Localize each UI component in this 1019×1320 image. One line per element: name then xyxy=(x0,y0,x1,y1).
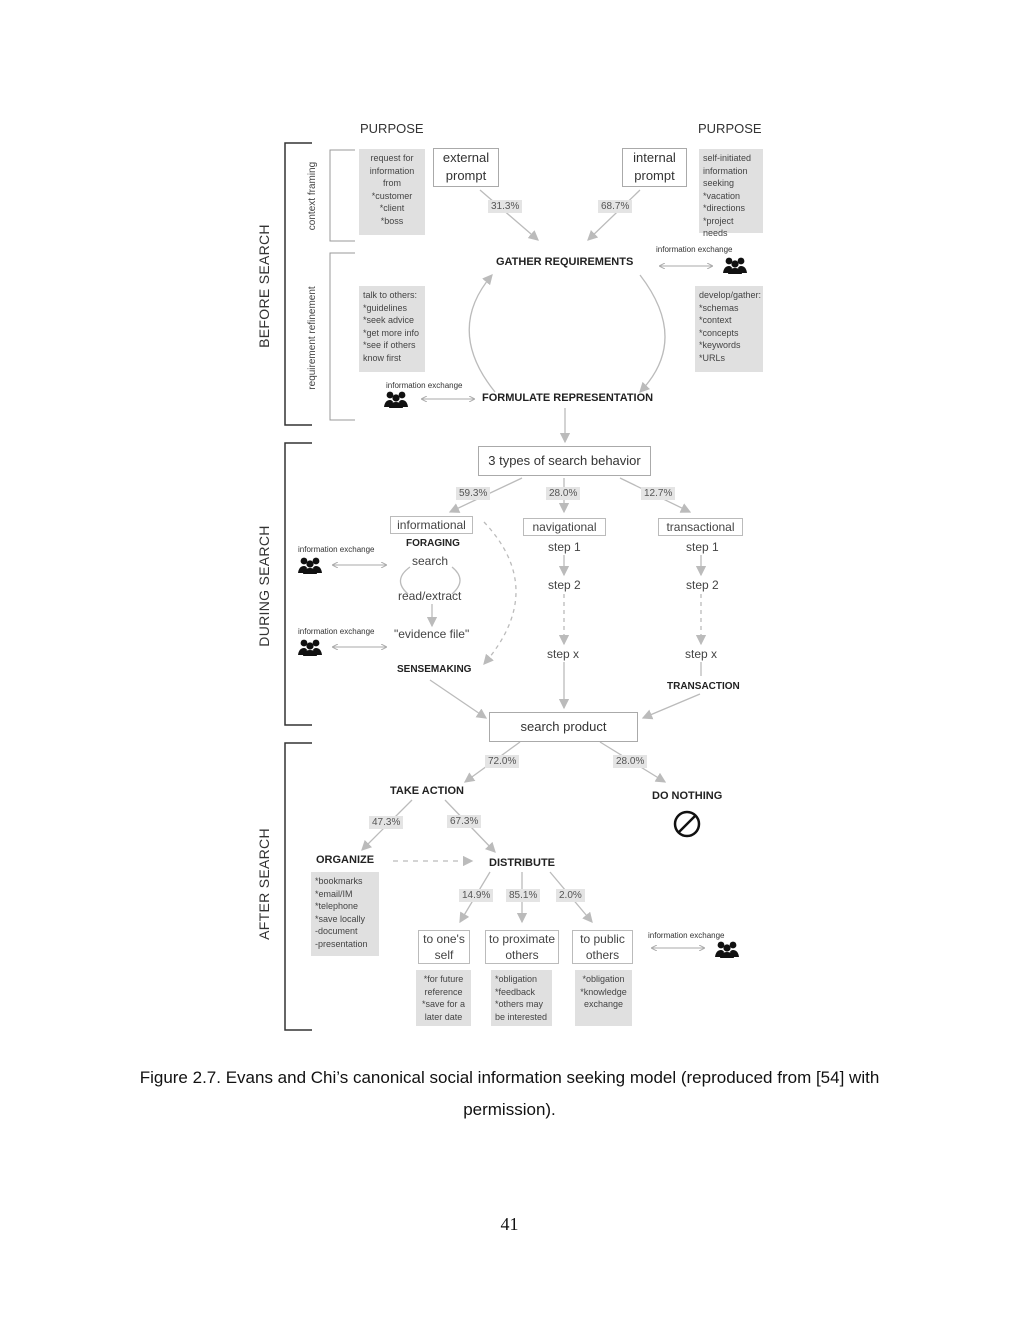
evidence-file-label: "evidence file" xyxy=(394,627,470,641)
people-group-icon xyxy=(384,391,408,408)
requirement-bracket xyxy=(329,252,355,421)
organize-label: ORGANIZE xyxy=(316,854,375,866)
requirement-refinement-label: requirement refinement xyxy=(307,286,318,390)
formulate-representation-label: FORMULATE REPRESENTATION xyxy=(482,392,654,404)
nav-step-2: step 2 xyxy=(548,578,581,592)
search-behavior-types-box: 3 types of search behavior xyxy=(478,446,651,476)
people-group-icon xyxy=(723,257,747,274)
organize-methods-box: *bookmarks *email/IM *telephone *save lo… xyxy=(311,872,379,956)
context-bracket xyxy=(329,149,355,242)
navigational-percent: 28.0% xyxy=(546,487,581,500)
foraging-label: FORAGING xyxy=(406,538,460,549)
before-bracket xyxy=(284,142,312,426)
do-nothing-percent: 28.0% xyxy=(613,755,648,768)
transactional-box: transactional xyxy=(658,518,743,536)
to-self-box: to one's self xyxy=(418,930,470,964)
trans-step-1: step 1 xyxy=(686,540,719,554)
do-nothing-label: DO NOTHING xyxy=(652,790,723,802)
informational-percent: 59.3% xyxy=(456,487,491,500)
self-percent: 14.9% xyxy=(459,889,494,902)
purpose-left-label: PURPOSE xyxy=(360,121,424,136)
info-exchange-evidence-label: information exchange xyxy=(298,627,375,636)
info-exchange-foraging-label: information exchange xyxy=(298,545,375,554)
gather-requirements-label: GATHER REQUIREMENTS xyxy=(496,256,634,268)
self-initiated-purpose-box: self-initiated information seeking *vaca… xyxy=(699,149,763,238)
navigational-box: navigational xyxy=(523,518,606,536)
organize-percent: 47.3% xyxy=(369,816,404,829)
external-percent: 31.3% xyxy=(488,200,523,213)
nav-step-1: step 1 xyxy=(548,540,581,554)
phase-during-label: DURING SEARCH xyxy=(256,525,272,647)
during-bracket xyxy=(284,442,312,726)
people-group-icon xyxy=(715,941,739,958)
external-prompt-box: external prompt xyxy=(433,148,499,187)
take-action-label: TAKE ACTION xyxy=(390,785,464,797)
info-exchange-gather-label: information exchange xyxy=(656,245,733,254)
self-reasons-box: *for future reference *save for a later … xyxy=(416,970,471,1026)
take-action-percent: 72.0% xyxy=(485,755,520,768)
trans-step-x: step x xyxy=(685,647,718,661)
public-reasons-box: *obligation *knowledge exchange xyxy=(575,970,632,1026)
internal-percent: 68.7% xyxy=(598,200,633,213)
no-symbol-icon xyxy=(673,810,701,838)
transactional-percent: 12.7% xyxy=(641,487,676,500)
trans-step-2: step 2 xyxy=(686,578,719,592)
page-number: 41 xyxy=(500,1214,519,1234)
search-product-box: search product xyxy=(489,712,638,742)
read-extract-label: read/extract xyxy=(398,589,462,603)
proximate-percent: 85.1% xyxy=(506,889,541,902)
phase-before-label: BEFORE SEARCH xyxy=(256,224,272,348)
to-proximate-box: to proximate others xyxy=(485,930,559,964)
phase-after-label: AFTER SEARCH xyxy=(256,828,272,940)
to-public-box: to public others xyxy=(572,930,633,964)
purpose-right-label: PURPOSE xyxy=(698,121,762,136)
people-group-icon xyxy=(298,639,322,656)
talk-to-others-box: talk to others: *guidelines *seek advice… xyxy=(359,286,425,372)
develop-gather-box: develop/gather: *schemas *context *conce… xyxy=(695,286,763,372)
distribute-percent: 67.3% xyxy=(447,815,482,828)
transaction-label: TRANSACTION xyxy=(667,681,740,692)
public-percent: 2.0% xyxy=(556,889,585,902)
sensemaking-label: SENSEMAKING xyxy=(397,664,472,675)
info-exchange-public-label: information exchange xyxy=(648,931,725,940)
request-purpose-box: request for information from *customer *… xyxy=(359,149,425,235)
people-group-icon xyxy=(298,557,322,574)
figure-caption: Figure 2.7. Evans and Chi’s canonical so… xyxy=(139,1068,880,1119)
internal-prompt-box: internal prompt xyxy=(622,148,687,187)
search-step-label: search xyxy=(412,554,449,568)
nav-step-x: step x xyxy=(547,647,580,661)
after-bracket xyxy=(284,742,312,1031)
proximate-reasons-box: *obligation *feedback *others may be int… xyxy=(491,970,552,1026)
info-exchange-formulate-label: information exchange xyxy=(386,381,463,390)
context-framing-label: context framing xyxy=(307,161,318,231)
informational-box: informational xyxy=(390,516,473,534)
distribute-label: DISTRIBUTE xyxy=(489,857,555,869)
